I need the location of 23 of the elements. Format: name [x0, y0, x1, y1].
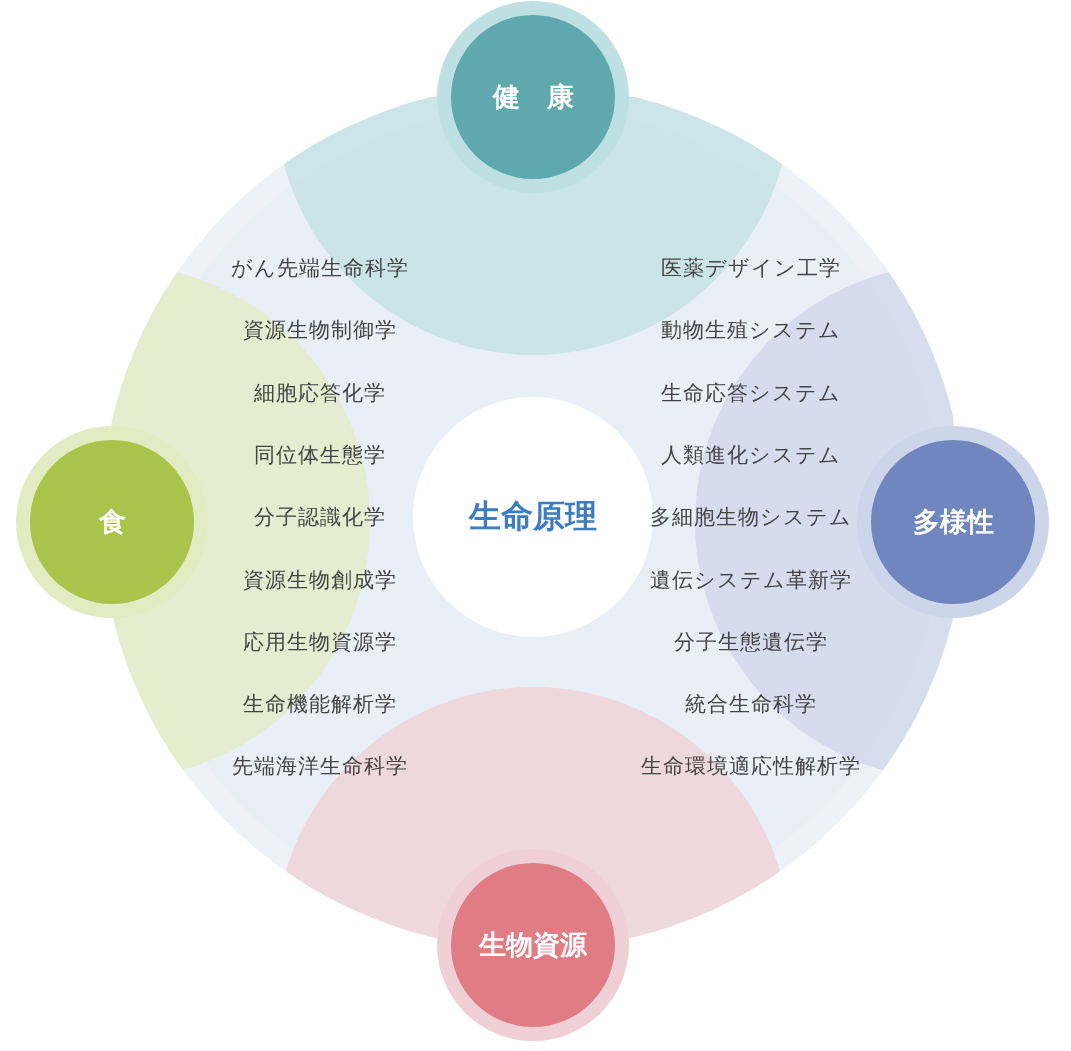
lab-name: 統合生命科学 [685, 691, 817, 719]
lab-name: 生命環境適応性解析学 [641, 753, 861, 781]
circle-label: 食 [98, 505, 126, 539]
lab-name: 人類進化システム [661, 441, 841, 469]
lab-name: 生命応答システム [661, 379, 841, 407]
lab-name: 細胞応答化学 [254, 379, 386, 407]
lab-name: 医薬デザイン工学 [661, 255, 841, 282]
circle-label: 生命原理 [469, 496, 597, 537]
lab-name: 応用生物資源学 [243, 628, 397, 656]
lab-name: 資源生物制御学 [243, 317, 397, 345]
lab-name: 多細胞生物システム [650, 504, 852, 532]
lab-name: がん先端生命科学 [231, 255, 409, 282]
circle-label: 健 康 [492, 80, 574, 114]
lab-name: 遺伝システム革新学 [650, 566, 852, 594]
lab-name: 動物生殖システム [661, 317, 841, 345]
lab-name: 分子生態遺伝学 [674, 628, 828, 656]
lab-name: 資源生物創成学 [243, 566, 397, 594]
lab-name: 生命機能解析学 [243, 691, 397, 719]
lab-name: 同位体生態学 [254, 441, 386, 469]
lab-name: 先端海洋生命科学 [232, 753, 408, 781]
circle-label: 生物資源 [479, 928, 587, 962]
lab-name: 分子認識化学 [254, 504, 386, 532]
circle-label: 多様性 [912, 505, 994, 539]
